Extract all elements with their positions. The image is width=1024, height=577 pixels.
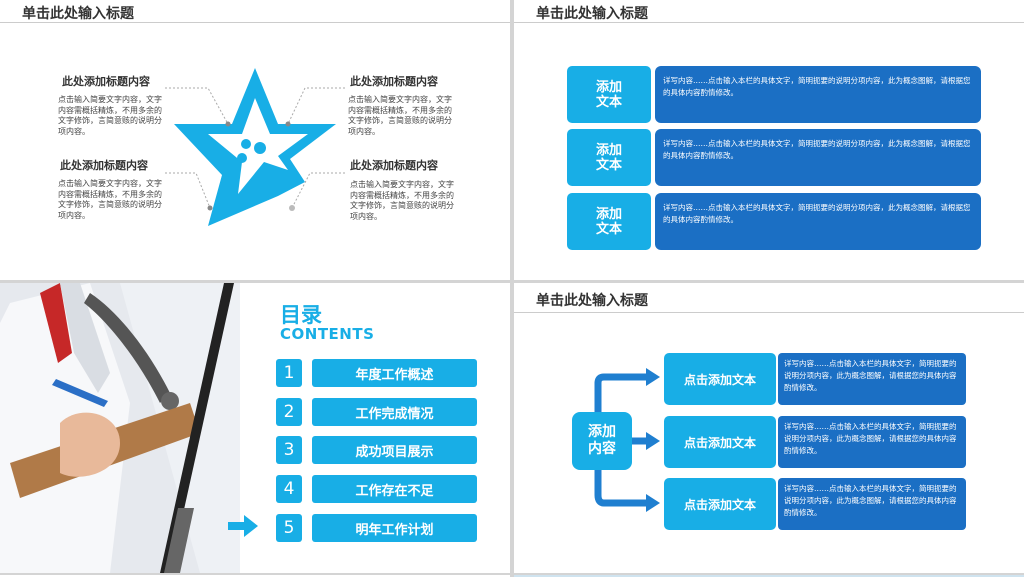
row-desc: 详写内容……点击输入本栏的具体文字，简明扼要的说明分项内容，此为概念图解，请根据… bbox=[655, 129, 981, 186]
item-number: 5 bbox=[276, 514, 302, 542]
block-body: 点击输入简要文字内容，文字内容需概括精炼，不用多余的文字修饰，言简意赅的说明分项… bbox=[350, 180, 454, 221]
connector-lines bbox=[165, 87, 345, 211]
slide-list[interactable]: 单击此处输入标题 添加 文本 详写内容……点击输入本栏的具体文字，简明扼要的说明… bbox=[514, 0, 1024, 280]
title-divider bbox=[514, 312, 1024, 313]
contents-title: 目录 bbox=[280, 303, 322, 327]
block-body: 点击输入简要文字内容，文字内容需概括精炼，不用多余的文字修饰，言简意赅的说明分项… bbox=[58, 179, 162, 220]
item-number: 3 bbox=[276, 436, 302, 464]
slide-next-preview-right[interactable] bbox=[514, 575, 1024, 577]
center-node[interactable]: 添加 内容 bbox=[572, 412, 632, 470]
contents-item[interactable]: 年度工作概述 bbox=[312, 359, 477, 387]
block-body: 点击输入简要文字内容，文字内容需概括精炼，不用多余的文字修饰，言简意赅的说明分项… bbox=[58, 95, 162, 136]
branch-label[interactable]: 点击添加文本 bbox=[664, 416, 776, 468]
row-desc: 详写内容……点击输入本栏的具体文字，简明扼要的说明分项内容，此为概念图解，请根据… bbox=[655, 193, 981, 250]
block-heading: 此处添加标题内容 bbox=[60, 159, 148, 172]
block-heading: 此处添加标题内容 bbox=[62, 75, 150, 88]
star-logo-icon bbox=[174, 68, 336, 226]
contents-subtitle: CONTENTS bbox=[280, 325, 375, 343]
item-number: 1 bbox=[276, 359, 302, 387]
slide-title: 单击此处输入标题 bbox=[536, 6, 648, 22]
doctor-photo bbox=[0, 283, 240, 573]
slide-title: 单击此处输入标题 bbox=[536, 293, 648, 309]
slide-contents[interactable]: 目录 CONTENTS 1 年度工作概述 2 工作完成情况 3 成功项目展示 4… bbox=[0, 283, 510, 573]
branch-arrows bbox=[594, 368, 660, 512]
row-desc: 详写内容……点击输入本栏的具体文字，简明扼要的说明分项内容，此为概念图解，请根据… bbox=[655, 66, 981, 123]
contents-item[interactable]: 成功项目展示 bbox=[312, 436, 477, 464]
slide-title: 单击此处输入标题 bbox=[22, 6, 134, 22]
slide-next-preview-left[interactable] bbox=[0, 575, 510, 577]
slide-star[interactable]: 单击此处输入标题 此处添加标题内容 点击输入简要文字内容，文字内容需概括精炼，不… bbox=[0, 0, 510, 280]
block-heading: 此处添加标题内容 bbox=[350, 75, 438, 88]
slide-branch[interactable]: 单击此处输入标题 添加 内容 点击添加文本 详写内容……点击输入本栏的具体文字，… bbox=[514, 283, 1024, 573]
branch-desc: 详写内容……点击输入本栏的具体文字，简明扼要的说明分项内容，此为概念图解，请根据… bbox=[778, 478, 966, 530]
contents-item[interactable]: 工作完成情况 bbox=[312, 398, 477, 426]
contents-item[interactable]: 明年工作计划 bbox=[312, 514, 477, 542]
branch-label[interactable]: 点击添加文本 bbox=[664, 478, 776, 530]
item-number: 4 bbox=[276, 475, 302, 503]
row-label[interactable]: 添加 文本 bbox=[567, 129, 651, 186]
divider-stripe bbox=[160, 283, 234, 573]
item-number: 2 bbox=[276, 398, 302, 426]
row-label[interactable]: 添加 文本 bbox=[567, 193, 651, 250]
block-heading: 此处添加标题内容 bbox=[350, 159, 438, 172]
title-divider bbox=[0, 22, 510, 23]
row-label[interactable]: 添加 文本 bbox=[567, 66, 651, 123]
arrow-right-icon bbox=[228, 515, 258, 537]
branch-label[interactable]: 点击添加文本 bbox=[664, 353, 776, 405]
branch-desc: 详写内容……点击输入本栏的具体文字，简明扼要的说明分项内容，此为概念图解，请根据… bbox=[778, 416, 966, 468]
block-body: 点击输入简要文字内容，文字内容需概括精炼，不用多余的文字修饰，言简意赅的说明分项… bbox=[348, 95, 452, 136]
contents-item[interactable]: 工作存在不足 bbox=[312, 475, 477, 503]
title-divider bbox=[514, 22, 1024, 23]
branch-desc: 详写内容……点击输入本栏的具体文字，简明扼要的说明分项内容，此为概念图解，请根据… bbox=[778, 353, 966, 405]
